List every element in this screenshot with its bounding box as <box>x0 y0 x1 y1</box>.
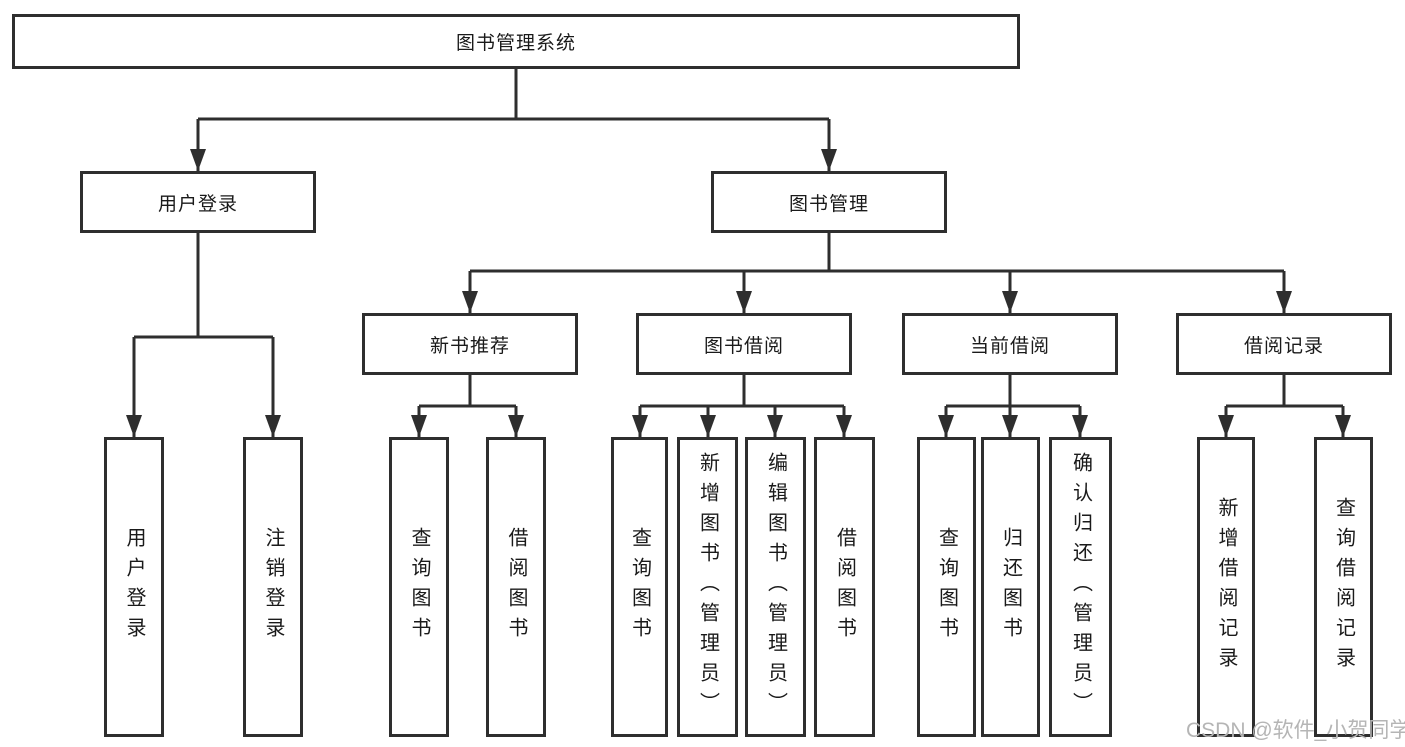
node-new-book-recommendation: 新书推荐 <box>362 313 578 375</box>
leaf-label: 确认归还（管理员） <box>1069 452 1092 722</box>
leaf-edit-book-admin: 编辑图书（管理员） <box>745 437 806 737</box>
leaf-query-books-borrowing: 查询图书 <box>611 437 668 737</box>
leaf-label: 新增借阅记录 <box>1215 497 1237 677</box>
leaf-label: 查询借阅记录 <box>1332 497 1355 677</box>
connector-bars <box>134 69 1343 408</box>
leaf-confirm-return-admin: 确认归还（管理员） <box>1049 437 1112 737</box>
node-current-borrowing: 当前借阅 <box>902 313 1118 375</box>
leaf-label: 编辑图书（管理员） <box>764 452 787 722</box>
leaf-borrow-books-recommend: 借阅图书 <box>486 437 546 737</box>
leaf-add-borrow-record: 新增借阅记录 <box>1197 437 1255 737</box>
node-user-login: 用户登录 <box>80 171 316 233</box>
leaf-query-borrow-record: 查询借阅记录 <box>1314 437 1373 737</box>
leaf-user-login: 用户登录 <box>104 437 164 737</box>
leaf-query-books-current: 查询图书 <box>917 437 976 737</box>
leaf-query-books-recommend: 查询图书 <box>389 437 449 737</box>
leaf-label: 查询图书 <box>935 527 958 647</box>
node-book-borrowing: 图书借阅 <box>636 313 852 375</box>
leaf-label: 借阅图书 <box>833 527 856 647</box>
leaf-return-books: 归还图书 <box>981 437 1040 737</box>
leaf-label: 注销登录 <box>262 527 284 647</box>
node-borrowing-records: 借阅记录 <box>1176 313 1392 375</box>
leaf-label: 新增图书（管理员） <box>696 452 719 722</box>
watermark: CSDN @软件_小贺同学 <box>1186 719 1405 742</box>
leaf-borrow-books-borrowing: 借阅图书 <box>814 437 875 737</box>
node-library-system: 图书管理系统 <box>12 14 1020 69</box>
leaf-logout: 注销登录 <box>243 437 303 737</box>
leaf-add-book-admin: 新增图书（管理员） <box>677 437 738 737</box>
leaf-label: 借阅图书 <box>505 527 527 647</box>
leaf-label: 归还图书 <box>999 527 1022 647</box>
node-book-management: 图书管理 <box>711 171 947 233</box>
leaf-label: 用户登录 <box>123 527 145 647</box>
leaf-label: 查询图书 <box>408 527 430 647</box>
leaf-label: 查询图书 <box>628 527 651 647</box>
